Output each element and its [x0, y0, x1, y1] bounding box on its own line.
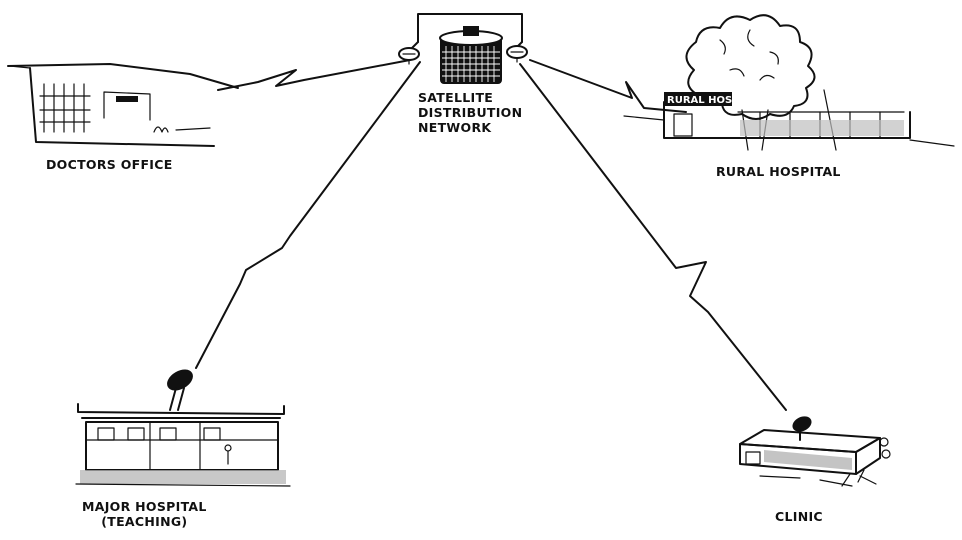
link-line: [196, 62, 420, 368]
teaching-hospital-icon: [76, 365, 290, 486]
major-hospital-label: MAJOR HOSPITAL (TEACHING): [82, 499, 207, 529]
doctors-office-label-line-1: DOCTORS OFFICE: [46, 157, 173, 172]
satellite-label-line-2: DISTRIBUTION: [418, 105, 522, 120]
link-line: [530, 60, 686, 112]
clinic-label-line-1: CLINIC: [775, 509, 823, 524]
major-hospital-label-line-1: MAJOR HOSPITAL: [82, 499, 207, 514]
clinic-icon: [740, 413, 890, 486]
satellite-icon: [399, 14, 527, 84]
link-satellite-major-hospital: [196, 62, 420, 368]
satellite-label: SATELLITE DISTRIBUTION NETWORK: [418, 90, 522, 135]
doctors-office-label: DOCTORS OFFICE: [46, 157, 173, 172]
rural-hospital-label: RURAL HOSPITAL: [716, 164, 841, 179]
rural-hospital-icon: RURAL HOSP: [624, 15, 954, 150]
link-line: [218, 60, 410, 90]
rural-hospital-label-line-1: RURAL HOSPITAL: [716, 164, 841, 179]
link-satellite-doctors-office: [218, 60, 410, 90]
link-satellite-rural-hospital: [530, 60, 686, 112]
satellite-label-line-3: NETWORK: [418, 120, 522, 135]
clinic-label: CLINIC: [775, 509, 823, 524]
office-building-icon: [8, 64, 238, 146]
rural-hospital-sign: RURAL HOSP: [667, 95, 740, 106]
major-hospital-label-line-2: (TEACHING): [82, 514, 207, 529]
satellite-label-line-1: SATELLITE: [418, 90, 522, 105]
